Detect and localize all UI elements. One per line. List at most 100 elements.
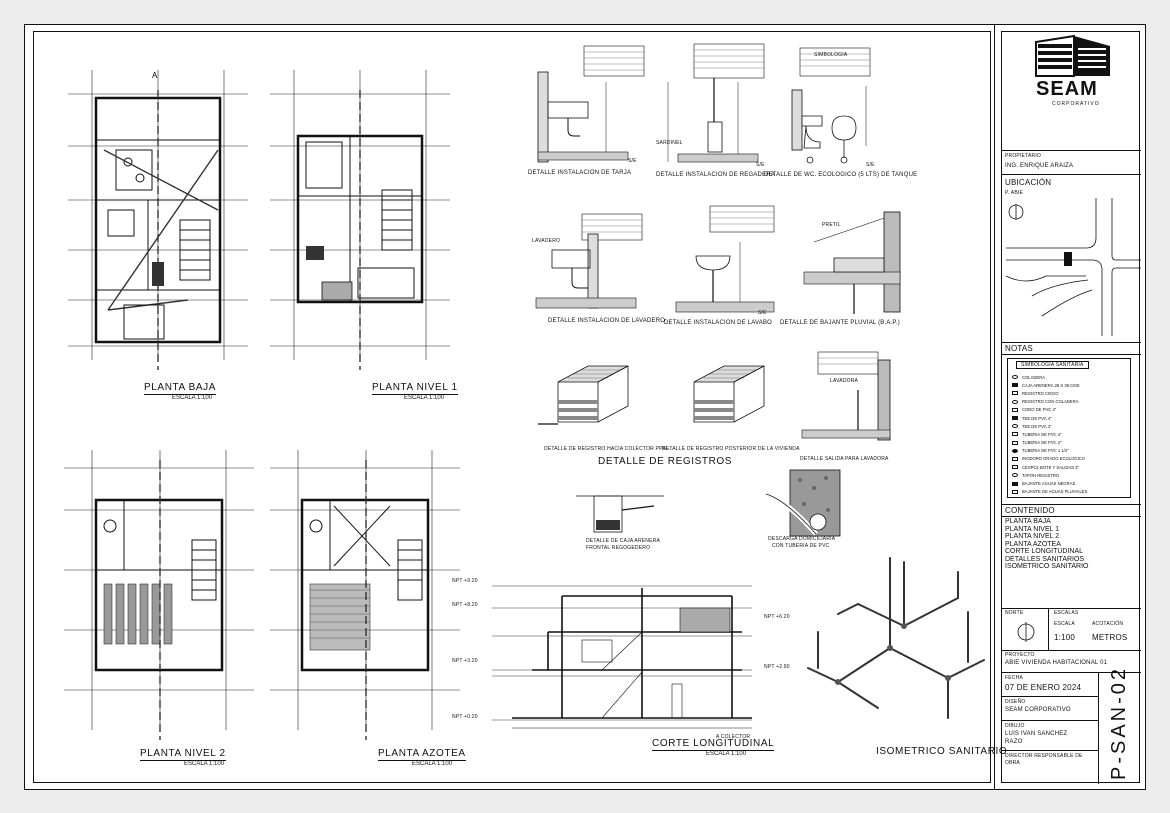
legend-item-label: BAJANTE DE AGUAS PLUVIALES: [1022, 489, 1088, 495]
legend-symbol-icon: [1012, 391, 1018, 396]
legend-item: CESPOL BOTE Y SALIDAS 2": [1012, 463, 1130, 471]
fecha-value: 07 DE ENERO 2024: [1005, 683, 1082, 692]
legend-symbol-icon: [1012, 473, 1018, 478]
plan-planta-nivel-2: [64, 450, 254, 740]
proyecto-value: ABIE VIVIENDA HABITACIONAL 01: [1005, 660, 1108, 666]
legend-item: TEE DE PVC 2": [1012, 422, 1130, 430]
legend-item-label: CESPOL BOTE Y SALIDAS 2": [1022, 464, 1080, 470]
detail-title-salida-lavadora: DETALLE SALIDA PARA LAVADORA: [800, 456, 889, 462]
legend-symbol-icon: [1012, 424, 1018, 429]
svg-text:A: A: [152, 71, 158, 80]
lavadero-label: LAVADERO: [532, 238, 561, 244]
detail-registros-title: DETALLE DE REGISTROS: [598, 456, 733, 467]
npt-label-4: NPT +2.90: [764, 664, 790, 670]
legend-item-label: REGISTRO CON COLADERA: [1022, 399, 1079, 405]
escala-label: ESCALA: [1054, 621, 1075, 627]
legend-item: TUBERIA DE PVC 2": [1012, 439, 1130, 447]
detail-regadera-drawing: [667, 43, 765, 163]
detail-caja-arenera-drawing: [576, 495, 664, 533]
legend-item: BAJANTE DE AGUAS PLUVIALES: [1012, 488, 1130, 496]
dibujo-label: DIBUJO: [1005, 723, 1025, 729]
npt-label-2: NPT +6.20: [764, 614, 790, 620]
legend-symbol-icon: [1012, 407, 1018, 412]
detail-title-registro-colector: DETALLE DE REGISTRO HACIA COLECTOR PPAL.: [544, 446, 671, 452]
contenido-item: PLANTA NIVEL 1: [1005, 525, 1060, 533]
legend-item: COLADERA: [1012, 373, 1130, 381]
dibujo-value-2: RAZO: [1005, 739, 1023, 745]
north-arrow-icon: [1017, 622, 1035, 642]
npt-label-5: NPT +0.20: [452, 714, 478, 720]
legend-symbol-icon: [1012, 383, 1018, 388]
diseno-value: SEAM CORPORATIVO: [1005, 707, 1071, 713]
detail-title-bajante: DETALLE DE BAJANTE PLUVIAL (B.A.P.): [780, 320, 900, 326]
plan-scale-planta-nivel-1: ESCALA 1:100: [404, 395, 445, 401]
legend-item: TAPON REGISTRO: [1012, 471, 1130, 479]
section-title: CORTE LONGITUDINAL: [652, 738, 775, 751]
director-label-1: DIRECTOR RESPONSABLE DE: [1005, 753, 1083, 759]
legend-symbol-icon: [1012, 432, 1018, 437]
detail-se-2: S/E: [756, 162, 765, 168]
legend-item: BAJANTE AGUAS NEGRAS: [1012, 479, 1130, 487]
detail-title-lavadero: DETALLE INSTALACION DE LAVADERO: [548, 318, 666, 324]
plan-planta-azotea: [270, 450, 460, 740]
contenido-item: PLANTA AZOTEA: [1005, 540, 1061, 548]
norte-label: NORTE: [1005, 610, 1024, 616]
legend-item: CAJA ARENERA 28 X 38 CMS: [1012, 381, 1130, 389]
detail-lavadero-drawing: [535, 213, 643, 309]
sardinel-label: SARDINEL: [656, 140, 683, 146]
plan-scale-planta-nivel-2: ESCALA 1:100: [184, 761, 225, 767]
section-scale: ESCALA 1:100: [706, 751, 747, 757]
caja-arenera-title-1: DETALLE DE CAJA ARENERA: [586, 538, 660, 544]
dibujo-value-1: LUIS IVAN SANCHEZ: [1005, 731, 1068, 737]
plan-title-planta-nivel-2: PLANTA NIVEL 2: [140, 748, 226, 761]
isometric-sanitario: [807, 557, 985, 719]
drawing-sheet: A: [24, 24, 1146, 790]
legend-symbol-icon: [1012, 489, 1018, 494]
legend-item-label: TEE DE PVC 2": [1022, 423, 1052, 429]
plan-planta-nivel-1: [270, 70, 450, 370]
isometric-title: ISOMETRICO SANITARIO: [876, 746, 1008, 757]
detail-wc-drawing: [791, 47, 871, 164]
legend-item-label: TUBERIA DE PVC 1 1/2": [1022, 448, 1069, 454]
legend-symbol-icon: [1012, 399, 1018, 404]
legend-item-label: INODORO GRADO ECOLOGICO: [1022, 456, 1086, 462]
section-corte-longitudinal: [492, 585, 752, 729]
propietario-label: PROPIETARIO: [1005, 153, 1042, 159]
caja-arenera-title-2: FRONTAL REGOGEDERO: [586, 545, 651, 551]
detail-title-wc: DETALLE DE WC. ECOLOGICO (5 LTS) DE TANQ…: [764, 172, 918, 178]
diseno-label: DISEÑO: [1005, 699, 1026, 705]
legend-item: REGISTRO CON COLADERA: [1012, 398, 1130, 406]
legend-symbol-icon: [1012, 440, 1018, 445]
acotacion-label: ACOTACIÓN: [1092, 621, 1124, 627]
contenido-label: CONTENIDO: [1005, 506, 1055, 515]
legend-item-label: TAPON REGISTRO: [1022, 472, 1060, 478]
legend-item-label: TUBERIA DE PVC 2": [1022, 440, 1062, 446]
contenido-item: ISOMETRICO SANITARIO: [1005, 563, 1089, 570]
legend-item-label: REGISTRO CIEGO: [1022, 390, 1059, 396]
legend-item: CODO DE PVC 4": [1012, 406, 1130, 414]
contenido-item: PLANTA BAJA: [1005, 518, 1051, 525]
descarga-title-2: CON TUBERIA DE PVC: [772, 543, 830, 549]
legend-symbol-icon: [1012, 481, 1018, 486]
seam-logo-icon: [1035, 34, 1110, 77]
proyecto-label: PROYECTO: [1005, 652, 1035, 658]
detail-tarja-drawing: [537, 45, 645, 163]
logo-text: SEAM: [1036, 78, 1098, 100]
legend-item-label: COLADERA: [1022, 374, 1046, 380]
plan-planta-baja: A: [68, 70, 248, 370]
drawing-area: A: [33, 31, 1007, 783]
ubicacion-label: UBICACIÓN: [1005, 178, 1052, 187]
legend-item: REGISTRO CIEGO: [1012, 389, 1130, 397]
escala-value: 1:100: [1054, 633, 1076, 642]
npt-label-1: NPT +8.20: [452, 602, 478, 608]
location-map: [1005, 198, 1141, 336]
detail-title-registro-posterior: DETALLE DE REGISTRO POSTERIOR DE LA VIVI…: [662, 446, 800, 452]
detail-se-1: S/E: [628, 158, 637, 164]
legend-symbol-icon: [1012, 456, 1018, 461]
notas-label: NOTAS: [1005, 344, 1033, 353]
detail-registro-posterior-drawing: [693, 365, 765, 423]
detail-bajante-drawing: [803, 211, 901, 314]
